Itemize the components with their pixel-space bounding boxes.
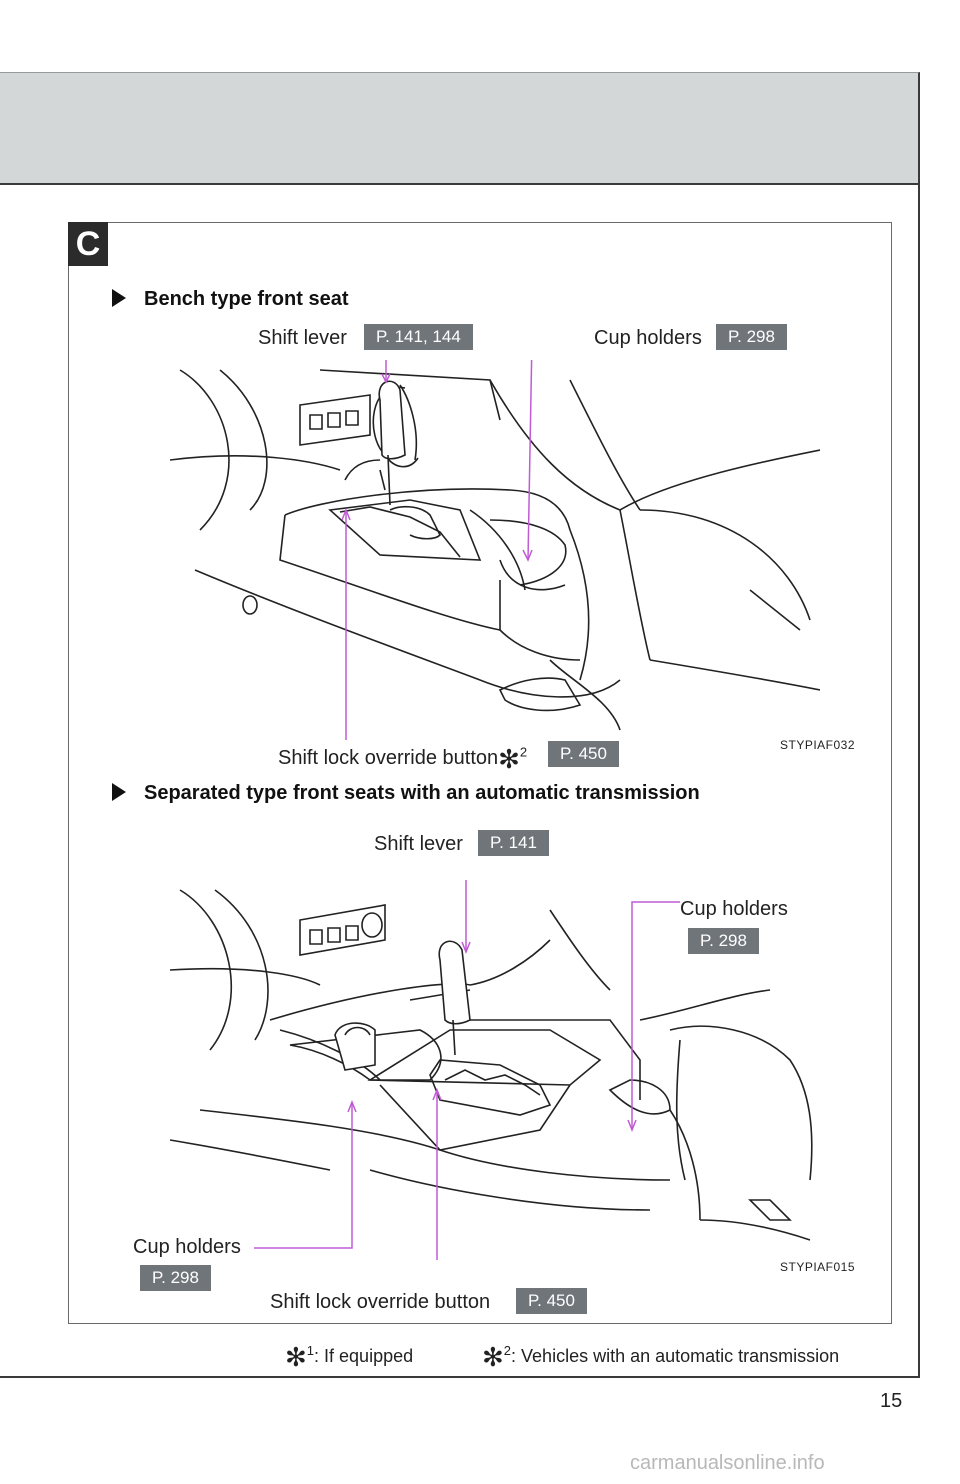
footnote-1: ✻1: If equipped [285,1342,413,1373]
separated-heading-text: Separated type front seats with an autom… [144,782,700,804]
separated-shift-lever-label: Shift lever [374,833,463,855]
separated-cup-holders-left-page-ref[interactable]: P. 298 [140,1265,211,1291]
section-tag: C [68,222,108,266]
separated-shift-lock-label: Shift lock override button [270,1291,491,1313]
bench-shift-lever-page-ref[interactable]: P. 141, 144 [364,324,473,350]
footnote-marker: 2 [503,1343,512,1358]
separated-cup-holders-right-page-ref[interactable]: P. 298 [688,928,759,954]
bottom-border [0,1376,920,1378]
separated-shift-lever-page-ref[interactable]: P. 141 [478,830,549,856]
bench-heading: Bench type front seat [112,288,348,311]
asterisk-icon: ✻ [285,1342,307,1372]
bench-illustration-code: STYPIAF032 [780,738,856,752]
bench-shift-lock-label: Shift lock override button✻2 [278,744,527,775]
footnote-1-text: : If equipped [314,1346,414,1366]
bullet-arrow-icon [112,289,126,307]
separated-illustration-code: STYPIAF015 [780,1260,856,1274]
section-frame [68,222,892,1324]
separated-shift-lock-page-ref[interactable]: P. 450 [516,1288,587,1314]
right-border [918,182,920,1378]
asterisk-icon: ✻ [482,1342,504,1372]
page-number: 15 [880,1390,903,1412]
bench-cup-holders-label: Cup holders [594,327,702,349]
bench-shift-lock-page-ref[interactable]: P. 450 [548,741,619,767]
separated-seats-console-illustration [170,880,813,1260]
bench-heading-text: Bench type front seat [144,288,349,310]
separated-heading: Separated type front seats with an autom… [112,782,700,805]
bench-shift-lever-label: Shift lever [258,327,347,349]
watermark: carmanualsonline.info [630,1452,825,1474]
bench-seat-console-illustration [170,360,820,740]
footnote-2: ✻2: Vehicles with an automatic transmiss… [482,1342,839,1373]
footnote-2-text: : Vehicles with an automatic transmissio… [511,1346,840,1366]
separated-cup-holders-left-label: Cup holders [133,1236,241,1258]
asterisk-icon: ✻ [498,744,520,774]
bench-cup-holders-page-ref[interactable]: P. 298 [716,324,787,350]
header-band [0,72,920,185]
footnote-marker: 1 [306,1343,315,1358]
separated-cup-holders-right-label: Cup holders [680,898,788,920]
bench-shift-lock-text: Shift lock override button [278,747,499,769]
footnote-marker: 2 [519,744,528,760]
bullet-arrow-icon [112,783,126,801]
